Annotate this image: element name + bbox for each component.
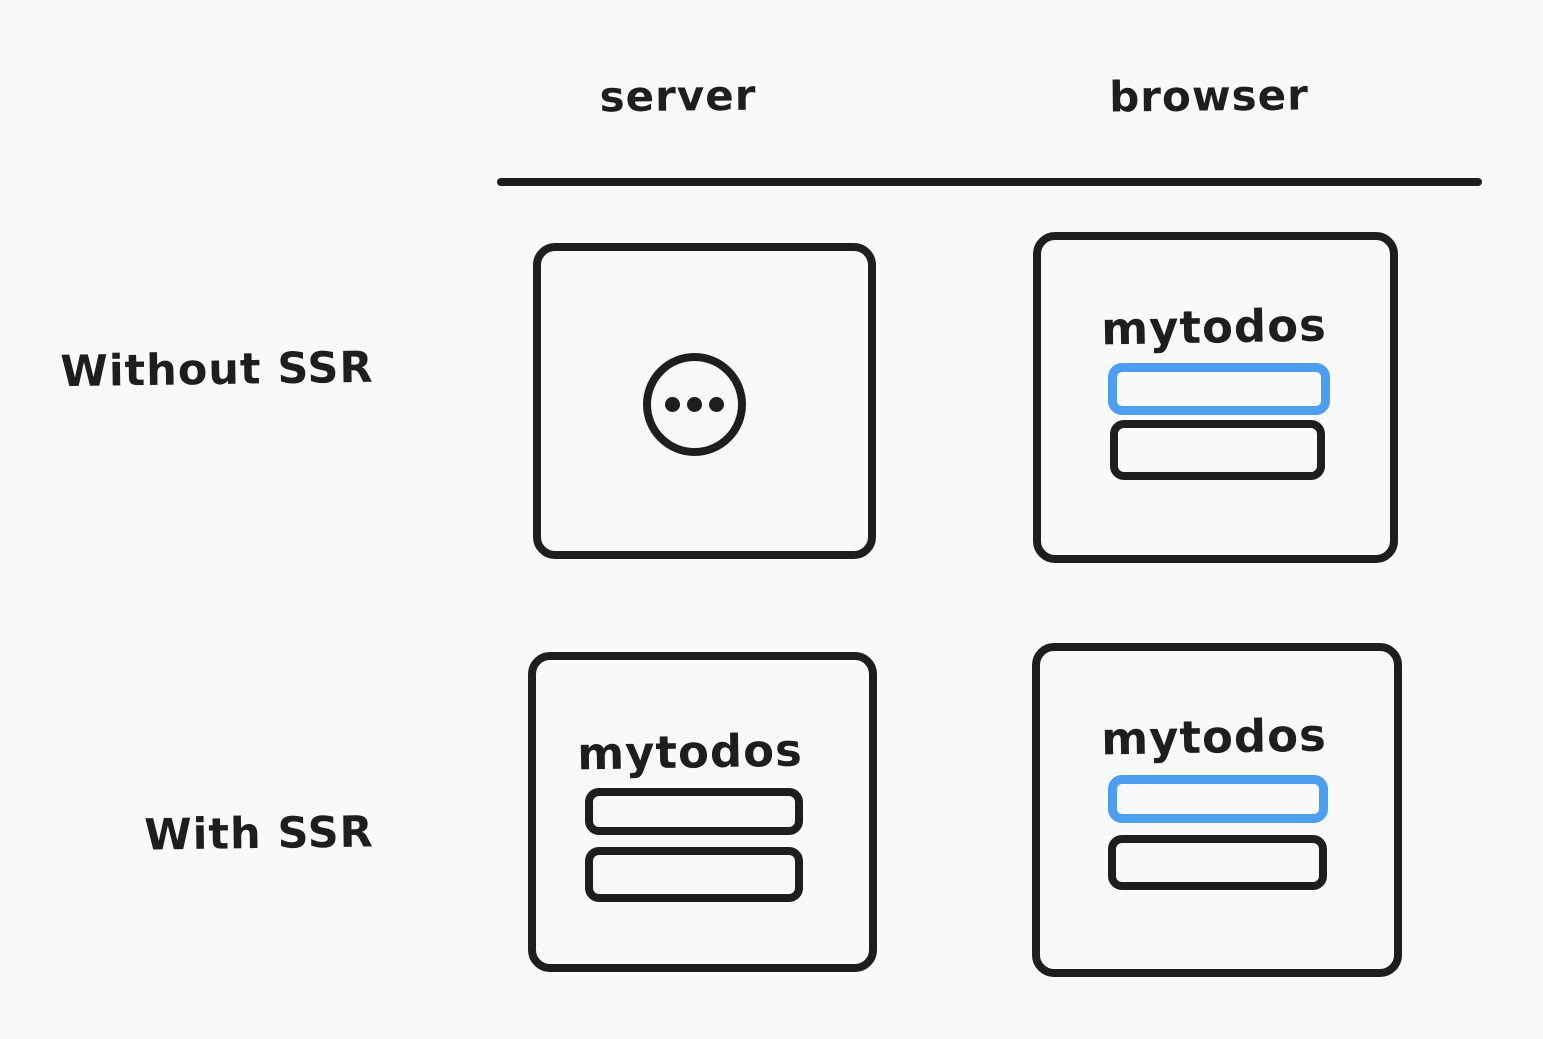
cell-without-ssr-server	[533, 243, 876, 559]
todo-item-highlighted	[1108, 775, 1328, 823]
app-title: mytodos	[576, 723, 804, 781]
cell-with-ssr-browser: mytodos	[1032, 643, 1402, 977]
todo-item	[585, 847, 803, 902]
cell-with-ssr-server: mytodos	[528, 652, 877, 972]
row-label-without-ssr: Without SSR	[60, 342, 374, 398]
ellipsis-dot	[687, 397, 702, 412]
todo-item	[585, 788, 803, 835]
app-title: mytodos	[1100, 708, 1328, 766]
loading-ellipsis-icon	[643, 353, 746, 456]
column-header-browser: browser	[1108, 70, 1310, 122]
column-header-server: server	[599, 70, 757, 122]
row-label-with-ssr: With SSR	[143, 807, 375, 861]
ellipsis-dot	[709, 397, 724, 412]
todo-item-highlighted	[1108, 363, 1330, 415]
header-divider-line	[497, 178, 1482, 186]
cell-without-ssr-browser: mytodos	[1033, 232, 1398, 563]
ellipsis-dot	[665, 397, 680, 412]
todo-item	[1110, 420, 1325, 480]
app-title: mytodos	[1100, 298, 1328, 356]
todo-item	[1108, 835, 1327, 890]
